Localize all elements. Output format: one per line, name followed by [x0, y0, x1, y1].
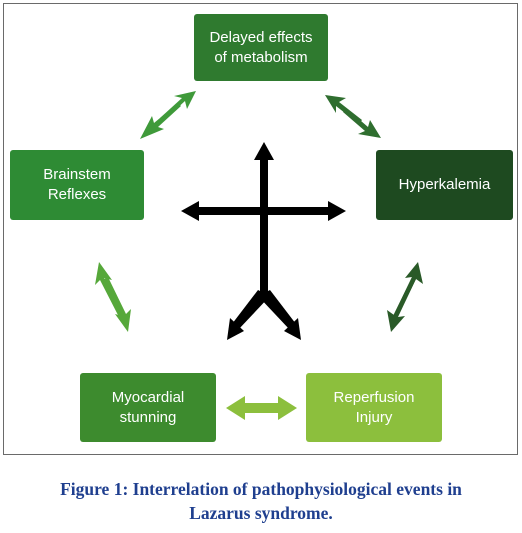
arrow-brainstem-myocardial: [95, 262, 131, 332]
node-myocardial-stunning: Myocardial stunning: [80, 373, 216, 442]
arrow-brainstem-delayed: [140, 91, 196, 139]
figure-caption: Figure 1: Interrelation of pathophysiolo…: [60, 479, 462, 523]
central-cross-symbol: [181, 142, 346, 340]
arrow-hyperkalemia-reperfusion: [387, 262, 423, 332]
node-reperfusion-injury: Reperfusion Injury: [306, 373, 442, 442]
node-brainstem-reflexes: Brainstem Reflexes: [10, 150, 144, 220]
arrow-myocardial-reperfusion: [226, 396, 297, 420]
arrow-delayed-hyperkalemia: [325, 95, 381, 138]
node-hyperkalemia: Hyperkalemia: [376, 150, 513, 220]
node-delayed-effects-of-metabolism: Delayed effects of metabolism: [194, 14, 328, 81]
